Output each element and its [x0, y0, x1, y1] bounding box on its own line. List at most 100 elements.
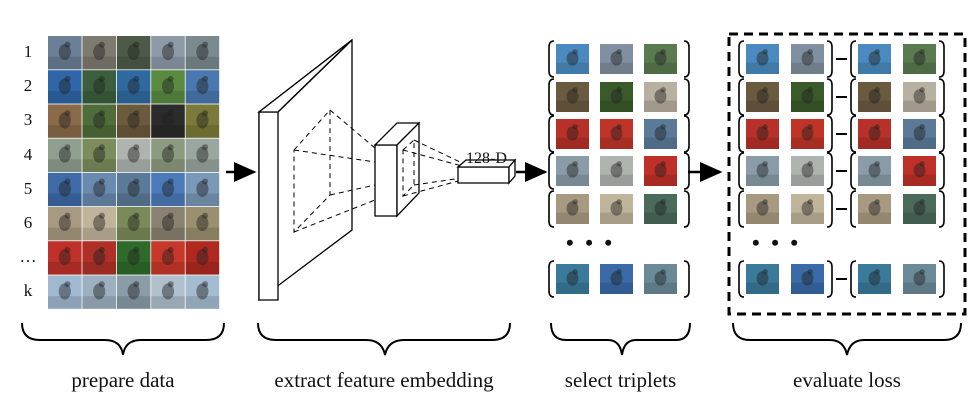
bracket-right — [683, 190, 690, 228]
row-label: 4 — [23, 144, 33, 164]
bracket-left — [548, 40, 555, 78]
loss-thumbnail — [746, 264, 779, 294]
triplet-thumbnail — [644, 119, 677, 149]
triplet-thumbnail — [556, 264, 589, 294]
loss-thumbnail — [746, 156, 779, 186]
bracket-left — [738, 40, 745, 78]
loss-thumbnail — [858, 119, 891, 149]
triplet-thumbnail — [644, 194, 677, 224]
bracket-right — [938, 78, 945, 116]
grid-thumbnail — [48, 138, 82, 172]
grid-thumbnail — [151, 36, 185, 70]
triplet-row — [548, 40, 690, 78]
label-prepare-data: prepare data — [71, 368, 175, 392]
triplet-thumbnail — [644, 44, 677, 74]
grid-thumbnail — [185, 138, 220, 172]
bracket-right — [826, 78, 833, 116]
row-label: 3 — [23, 110, 33, 130]
loss-thumbnail — [746, 194, 779, 224]
embedding-vector — [456, 158, 517, 185]
row-label: 1 — [23, 42, 33, 61]
bracket-right — [938, 190, 945, 228]
grid-thumbnail — [151, 241, 185, 275]
bracket-right — [683, 115, 690, 153]
bracket-right — [683, 260, 690, 298]
bracket-left — [548, 260, 555, 298]
grid-thumbnail — [48, 275, 82, 309]
bracket-right — [938, 40, 945, 78]
bracket-left — [850, 190, 857, 228]
loss-pair-row — [738, 190, 945, 228]
loss-pair-row — [738, 78, 945, 116]
grid-thumbnail — [82, 241, 116, 275]
grid-thumbnail — [185, 172, 220, 207]
loss-thumbnail — [903, 119, 936, 149]
bracket-left — [850, 115, 857, 153]
loss-thumbnail — [858, 156, 891, 186]
triplet-thumbnail — [556, 156, 589, 186]
grid-thumbnail — [48, 36, 82, 70]
grid-thumbnail — [185, 241, 220, 275]
loss-thumbnail — [903, 194, 936, 224]
grid-thumbnail — [48, 207, 82, 241]
bracket-right — [826, 40, 833, 78]
grid-thumbnail — [185, 70, 220, 104]
bracket-left — [548, 78, 555, 116]
bracket-left — [548, 190, 555, 228]
embedding-projection-lines — [402, 138, 463, 198]
loss-thumbnail — [791, 44, 824, 74]
grid-thumbnail — [116, 241, 151, 275]
grid-thumbnail — [185, 207, 220, 241]
row-label: 5 — [23, 178, 33, 198]
cnn-input-layer — [257, 38, 353, 302]
bracket-left — [850, 260, 857, 298]
bracket-right — [826, 115, 833, 153]
label-select-triplets: select triplets — [564, 368, 677, 392]
grid-thumbnail — [82, 138, 116, 172]
triplet-row — [548, 78, 690, 116]
bracket-right — [826, 260, 833, 298]
grid-thumbnail — [151, 207, 185, 241]
loss-thumbnail — [858, 44, 891, 74]
grid-thumbnail — [82, 104, 116, 138]
triplet-thumbnail — [600, 119, 633, 149]
grid-thumbnail — [116, 172, 151, 207]
grid-thumbnail — [116, 70, 151, 104]
bracket-left — [738, 78, 745, 116]
bracket-left — [850, 152, 857, 190]
grid-thumbnail — [116, 275, 151, 309]
grid-thumbnail — [82, 275, 116, 309]
row-label: 2 — [23, 76, 33, 96]
triplet-row — [548, 260, 690, 298]
grid-thumbnail — [82, 207, 116, 241]
triplet-thumbnail — [600, 156, 633, 186]
grid-thumbnail — [82, 70, 116, 104]
grid-thumbnail — [185, 104, 220, 138]
bracket-left — [850, 40, 857, 78]
image-grid — [48, 36, 220, 309]
loss-thumbnail — [858, 194, 891, 224]
receptive-field-lines — [293, 108, 376, 234]
loss-ellipsis: • • • — [752, 230, 802, 255]
bracket-left — [738, 152, 745, 190]
brace-extract — [257, 322, 511, 356]
loss-thumbnail — [858, 264, 891, 294]
loss-box — [727, 32, 967, 316]
triplet-thumbnail — [644, 264, 677, 294]
brace-select — [550, 322, 691, 356]
triplet-row — [548, 115, 690, 153]
bracket-left — [548, 152, 555, 190]
triplet-thumbnail — [600, 194, 633, 224]
triplet-thumbnail — [644, 156, 677, 186]
loss-thumbnail — [903, 264, 936, 294]
triplet-thumbnail — [644, 82, 677, 112]
bracket-right — [683, 40, 690, 78]
bracket-left — [548, 115, 555, 153]
grid-thumbnail — [116, 104, 151, 138]
triplet-list — [548, 40, 690, 298]
triplet-thumbnail — [556, 119, 589, 149]
triplet-thumbnail — [600, 264, 633, 294]
grid-thumbnail — [151, 70, 185, 104]
loss-thumbnail — [791, 156, 824, 186]
